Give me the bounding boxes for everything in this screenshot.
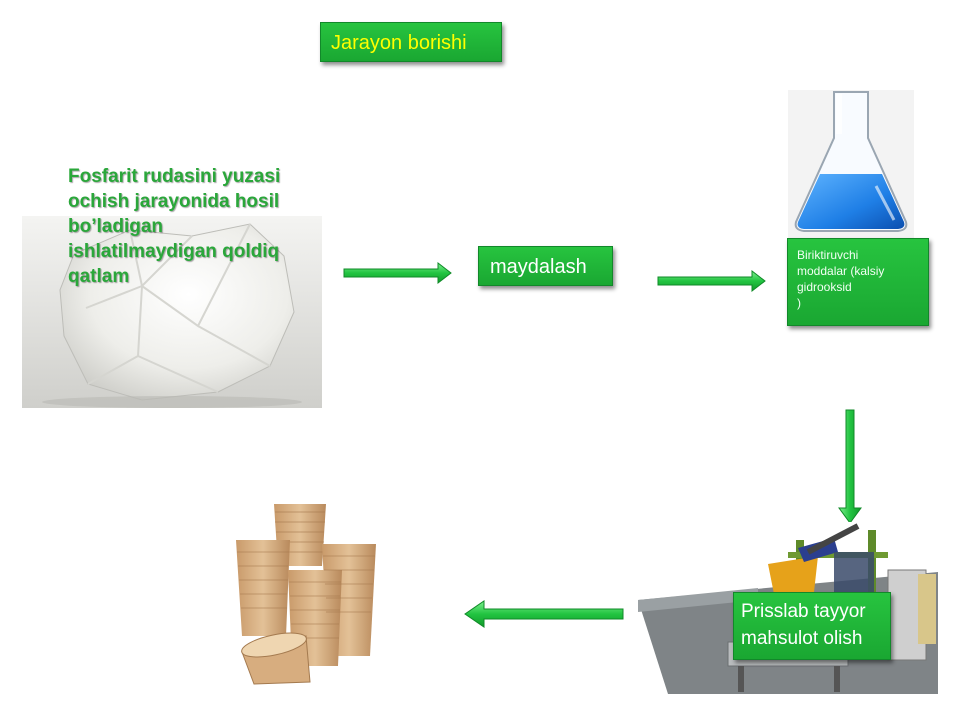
binder-line-3: gidrooksid bbox=[797, 280, 852, 294]
source-description: Fosfarit rudasini yuzasi ochish jarayoni… bbox=[68, 164, 300, 289]
binder-line-2: moddalar (kalsiy bbox=[797, 264, 885, 278]
title-box: Jarayon borishi bbox=[320, 22, 502, 62]
pressing-box: Prisslab tayyor mahsulot olish bbox=[733, 592, 891, 660]
title-text: Jarayon borishi bbox=[331, 32, 467, 54]
pressing-line-2: mahsulot olish bbox=[741, 628, 863, 649]
source-line-5: qatlam bbox=[68, 266, 130, 287]
binder-line-1: Biriktiruvchi bbox=[797, 248, 859, 262]
gypsum-rock-image bbox=[22, 216, 322, 408]
source-line-3: bo’ladigan bbox=[68, 216, 163, 237]
arrow-left bbox=[464, 600, 624, 628]
grinding-box: maydalash bbox=[478, 246, 613, 286]
pressing-line-1: Prisslab tayyor bbox=[741, 601, 866, 622]
arrow-right-1 bbox=[343, 261, 452, 285]
source-line-4: ishlatilmaydigan qoldiq bbox=[68, 241, 280, 262]
arrow-right-2 bbox=[657, 269, 766, 293]
grinding-label: maydalash bbox=[490, 256, 587, 278]
binder-box: Biriktiruvchi moddalar (kalsiy gidrooksi… bbox=[787, 238, 929, 326]
peat-pots-image bbox=[230, 496, 380, 686]
arrow-down bbox=[838, 409, 862, 524]
flask-image bbox=[788, 90, 914, 238]
binder-line-4: ) bbox=[797, 296, 801, 310]
source-line-2: ochish jarayonida hosil bbox=[68, 191, 280, 212]
source-line-1: Fosfarit rudasini yuzasi bbox=[68, 166, 281, 187]
